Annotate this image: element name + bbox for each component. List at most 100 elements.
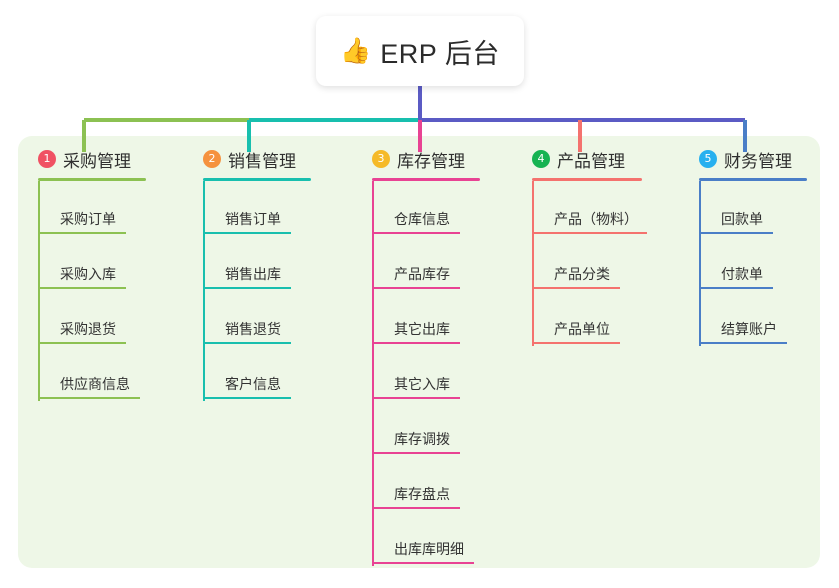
item-spine [203,181,205,236]
list-item[interactable]: 库存盘点 [372,456,532,511]
item-spine [38,236,40,291]
branch-title-1: 采购管理 [63,151,131,171]
list-item[interactable]: 采购订单 [38,181,188,236]
list-item-label: 结算账户 [721,321,777,337]
branch-header-3[interactable]: 3 库存管理 [372,146,532,172]
branch-rule-5 [699,178,807,181]
item-spine [372,181,374,236]
list-item-label: 产品库存 [394,266,450,282]
branch-items-2: 销售订单 销售出库 销售退货 客户信息 [203,181,353,401]
list-item-label: 销售出库 [225,266,281,282]
list-item-label: 其它入库 [394,376,450,392]
list-item[interactable]: 出库库明细 [372,511,532,566]
list-item-label: 出库库明细 [394,541,464,557]
item-rule [203,287,291,289]
list-item[interactable]: 其它出库 [372,291,532,346]
branch-rule-4 [532,178,642,181]
branch-column-1: 1 采购管理 采购订单 采购入库 采购退货 供应商信息 [38,146,188,401]
branch-column-2: 2 销售管理 销售订单 销售出库 销售退货 客户信息 [203,146,353,401]
item-rule [38,232,126,234]
branch-title-2: 销售管理 [228,151,296,171]
item-spine [38,291,40,346]
item-rule [532,287,620,289]
item-spine [38,346,40,401]
item-rule [38,287,126,289]
root-title: ERP 后台 [380,38,500,69]
item-spine [532,181,534,236]
branch-badge-4: 4 [532,150,550,168]
list-item[interactable]: 供应商信息 [38,346,188,401]
list-item[interactable]: 仓库信息 [372,181,532,236]
branch-header-5[interactable]: 5 财务管理 [699,146,829,172]
list-item-label: 销售退货 [225,321,281,337]
branch-title-5: 财务管理 [724,151,792,171]
list-item[interactable]: 销售订单 [203,181,353,236]
list-item[interactable]: 采购入库 [38,236,188,291]
list-item-label: 库存盘点 [394,486,450,502]
item-spine [699,291,701,346]
list-item[interactable]: 产品单位 [532,291,702,346]
item-spine [372,291,374,346]
list-item[interactable]: 付款单 [699,236,829,291]
list-item-label: 销售订单 [225,211,281,227]
list-item[interactable]: 结算账户 [699,291,829,346]
list-item[interactable]: 库存调拨 [372,401,532,456]
item-spine [38,181,40,236]
item-rule [532,232,647,234]
item-spine [699,181,701,236]
list-item[interactable]: 产品（物料） [532,181,702,236]
branch-badge-2: 2 [203,150,221,168]
branch-items-4: 产品（物料） 产品分类 产品单位 [532,181,702,346]
item-rule [372,287,460,289]
branch-header-4[interactable]: 4 产品管理 [532,146,702,172]
list-item[interactable]: 销售出库 [203,236,353,291]
item-rule [372,507,460,509]
list-item[interactable]: 回款单 [699,181,829,236]
list-item-label: 产品分类 [554,266,610,282]
list-item[interactable]: 销售退货 [203,291,353,346]
item-spine [203,291,205,346]
list-item-label: 采购订单 [60,211,116,227]
list-item[interactable]: 客户信息 [203,346,353,401]
branch-title-4: 产品管理 [557,151,625,171]
branches-panel [18,136,820,568]
item-spine [372,346,374,401]
thumbs-up-icon: 👍 [340,36,372,65]
branch-rule-2 [203,178,311,181]
list-item[interactable]: 产品库存 [372,236,532,291]
branch-badge-1: 1 [38,150,56,168]
item-rule [699,232,773,234]
list-item-label: 产品单位 [554,321,610,337]
item-spine [372,511,374,566]
list-item[interactable]: 产品分类 [532,236,702,291]
list-item[interactable]: 其它入库 [372,346,532,401]
list-item-label: 产品（物料） [554,211,638,227]
list-item-label: 付款单 [721,266,763,282]
branch-title-3: 库存管理 [397,151,465,171]
branch-column-4: 4 产品管理 产品（物料） 产品分类 产品单位 [532,146,702,346]
list-item-label: 客户信息 [225,376,281,392]
item-spine [532,291,534,346]
item-spine [372,236,374,291]
branch-rule-3 [372,178,480,181]
item-rule [372,452,460,454]
list-item-label: 其它出库 [394,321,450,337]
list-item-label: 采购退货 [60,321,116,337]
root-node[interactable]: 👍 ERP 后台 [316,16,524,86]
branch-header-2[interactable]: 2 销售管理 [203,146,353,172]
item-rule [372,342,460,344]
item-rule [203,342,291,344]
branch-badge-3: 3 [372,150,390,168]
item-spine [372,456,374,511]
item-spine [203,236,205,291]
item-rule [372,232,460,234]
item-rule [203,232,291,234]
branch-column-5: 5 财务管理 回款单 付款单 结算账户 [699,146,829,346]
branch-badge-5: 5 [699,150,717,168]
branch-column-3: 3 库存管理 仓库信息 产品库存 其它出库 其它入库 [372,146,532,566]
item-spine [372,401,374,456]
list-item-label: 库存调拨 [394,431,450,447]
list-item-label: 供应商信息 [60,376,130,392]
list-item[interactable]: 采购退货 [38,291,188,346]
branch-header-1[interactable]: 1 采购管理 [38,146,188,172]
